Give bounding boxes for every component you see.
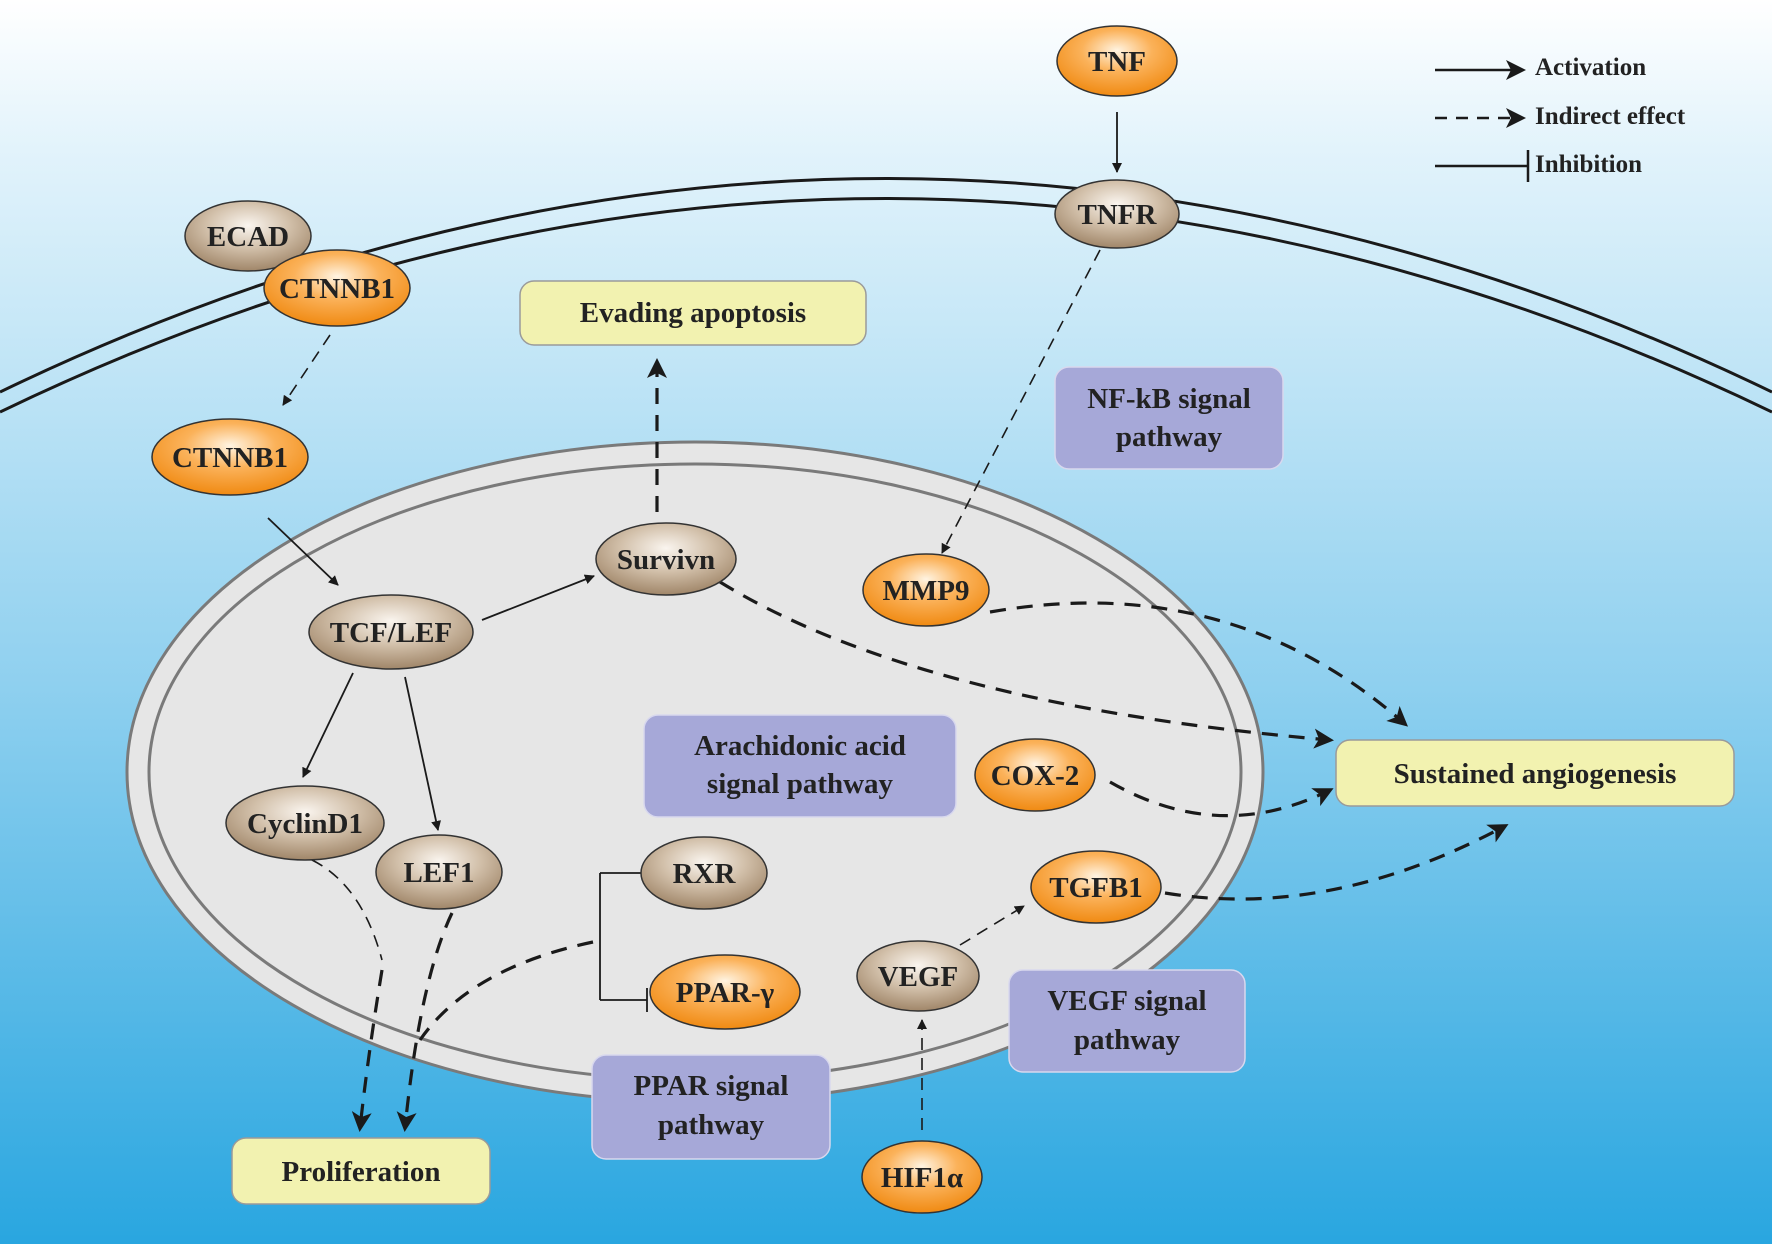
node-cyclind1: CyclinD1 bbox=[225, 785, 385, 861]
pathway-vegf-line2: pathway bbox=[1074, 1024, 1181, 1056]
node-tgfb1-label: TGFB1 bbox=[1049, 872, 1142, 904]
node-ecad: ECAD bbox=[184, 200, 312, 272]
arrow-ctnnb1-membrane-cytoplasm bbox=[282, 334, 331, 406]
node-vegf: VEGF bbox=[856, 940, 980, 1012]
line-cyclind1-proliferation bbox=[311, 859, 383, 961]
legend-indirect-effect: Indirect effect bbox=[1535, 103, 1686, 130]
node-mmp9-label: MMP9 bbox=[883, 575, 970, 607]
arrow-tcflef-survivn bbox=[481, 574, 595, 621]
arrow-ppar-proliferation bbox=[418, 940, 594, 1041]
node-ctnnb1-cytoplasm-label: CTNNB1 bbox=[172, 442, 288, 474]
node-tnfr-label: TNFR bbox=[1078, 199, 1158, 231]
indirect-arrows-thick bbox=[351, 358, 1509, 1132]
arrow-ctnnb1-tcflef bbox=[267, 517, 339, 586]
node-ctnnb1-membrane: CTNNB1 bbox=[263, 249, 411, 327]
indirect-arrows-thin bbox=[282, 249, 1101, 1130]
pathway-boxes: NF-kB signal pathway Arachidonic acid si… bbox=[591, 366, 1284, 1160]
node-tgfb1: TGFB1 bbox=[1030, 850, 1162, 924]
node-tnfr: TNFR bbox=[1054, 179, 1180, 249]
node-survivn: Survivn bbox=[595, 522, 737, 596]
node-ppar-gamma: PPAR-γ bbox=[649, 954, 801, 1030]
node-cox2-label: COX-2 bbox=[991, 760, 1080, 792]
node-mmp9: MMP9 bbox=[862, 553, 990, 627]
pathway-ppar-line2: pathway bbox=[658, 1109, 765, 1141]
node-lef1: LEF1 bbox=[375, 834, 503, 910]
outcome-proliferation: Proliferation bbox=[282, 1156, 441, 1188]
arrow-tgfb1-angiogenesis bbox=[1164, 824, 1509, 901]
arrow-lef1-proliferation bbox=[396, 912, 454, 1132]
node-vegf-label: VEGF bbox=[878, 961, 959, 993]
arrow-cox2-angiogenesis bbox=[1109, 780, 1334, 818]
gene-nodes: TNF TNFR ECAD CTNNB1 CTNNB1 TCF/LEF Surv… bbox=[151, 25, 1180, 1214]
activation-arrows bbox=[267, 112, 1122, 831]
arrow-tcflef-cyclind1 bbox=[302, 672, 354, 778]
node-rxr: RXR bbox=[640, 836, 768, 910]
node-hif1a: HIF1α bbox=[861, 1140, 983, 1214]
node-survivn-label: Survivn bbox=[617, 544, 715, 576]
pathway-arachidonic-line2: signal pathway bbox=[707, 768, 894, 800]
node-tnf-label: TNF bbox=[1088, 46, 1146, 78]
arrow-vegf-tgfb1 bbox=[959, 905, 1025, 946]
node-cyclind1-label: CyclinD1 bbox=[247, 808, 363, 840]
node-ctnnb1-cytoplasm: CTNNB1 bbox=[151, 418, 309, 496]
node-hif1a-label: HIF1α bbox=[881, 1162, 963, 1194]
pathway-nfkb-line1: NF-kB signal bbox=[1087, 383, 1251, 415]
pathway-nfkb-line2: pathway bbox=[1116, 421, 1223, 453]
node-lef1-label: LEF1 bbox=[404, 857, 475, 889]
legend: Activation Indirect effect Inhibition bbox=[1435, 54, 1686, 182]
outcome-boxes: Evading apoptosis Sustained angiogenesis… bbox=[231, 280, 1735, 1205]
node-rxr-label: RXR bbox=[673, 858, 737, 890]
node-tnf: TNF bbox=[1056, 25, 1178, 97]
node-ctnnb1-membrane-label: CTNNB1 bbox=[279, 273, 395, 305]
legend-activation: Activation bbox=[1535, 54, 1646, 81]
arrow-mmp9-angiogenesis bbox=[989, 601, 1409, 727]
node-ppar-gamma-label: PPAR-γ bbox=[676, 977, 775, 1009]
outcome-sustained-angiogenesis: Sustained angiogenesis bbox=[1394, 758, 1677, 790]
pathway-vegf-line1: VEGF signal bbox=[1047, 985, 1206, 1017]
node-ecad-label: ECAD bbox=[207, 221, 289, 253]
pathway-arachidonic-line1: Arachidonic acid bbox=[694, 730, 906, 762]
legend-inhibition: Inhibition bbox=[1535, 151, 1642, 178]
arrow-tcflef-lef1 bbox=[404, 676, 441, 831]
arrow-tnfr-mmp9 bbox=[941, 249, 1101, 554]
arrow-survivn-angiogenesis bbox=[719, 580, 1334, 749]
pathway-ppar-line1: PPAR signal bbox=[634, 1070, 789, 1102]
node-cox2: COX-2 bbox=[974, 738, 1096, 812]
outcome-evading-apoptosis: Evading apoptosis bbox=[580, 297, 806, 329]
node-tcf-lef-label: TCF/LEF bbox=[330, 617, 452, 649]
arrow-cyclind1-proliferation bbox=[351, 969, 384, 1132]
node-tcf-lef: TCF/LEF bbox=[308, 594, 474, 670]
